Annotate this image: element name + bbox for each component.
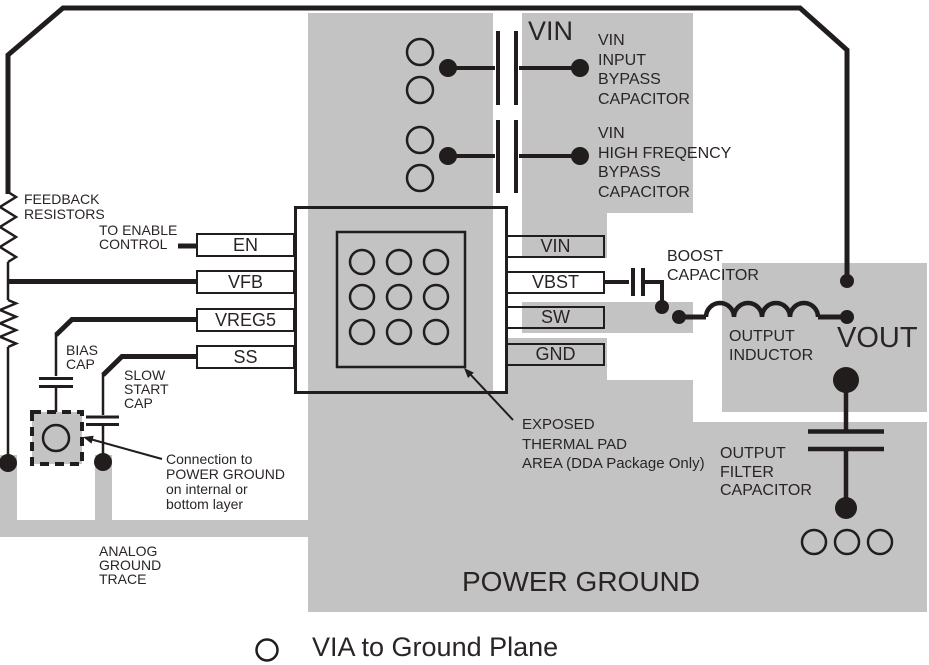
- pin-box-en: EN: [196, 233, 295, 257]
- feedback-resistors: [0, 190, 20, 472]
- arrowhead-icon: [83, 435, 94, 444]
- vout-plane: [722, 263, 927, 412]
- pin-label: VREG5: [214, 309, 277, 330]
- slow-start-cap-label: SLOW START CAP: [124, 367, 169, 411]
- bias-cap: [39, 377, 73, 425]
- plane-cutout: [507, 333, 693, 338]
- pin-label: SW: [541, 307, 570, 327]
- dashed-connection-box: [30, 410, 84, 466]
- pin-label: VIN: [540, 236, 571, 256]
- plane-cutout: [493, 13, 507, 393]
- pin-box-vfb: VFB: [196, 270, 295, 294]
- output-filter-label: OUTPUT FILTER CAPACITOR: [720, 445, 812, 499]
- connection-note-label: Connection to POWER GROUND on internal o…: [166, 451, 285, 512]
- vout-rail-label: VOUT: [837, 322, 918, 354]
- analog-ground-trace-right-leg: [95, 455, 112, 537]
- pin-box-vbst: VBST: [506, 271, 605, 294]
- output-inductor-label: OUTPUT INDUCTOR: [729, 328, 814, 364]
- pin-label: GND: [535, 344, 576, 364]
- plane-cutout: [607, 338, 693, 380]
- pin-label: EN: [232, 234, 258, 255]
- pin-box-gnd: GND: [506, 343, 605, 366]
- analog-ground-trace-bar: [0, 520, 308, 537]
- via-icon: [41, 423, 71, 453]
- pin-label: SS: [233, 346, 258, 367]
- power-ground-plane-lower: [693, 422, 927, 612]
- bias-cap-label: BIAS CAP: [66, 342, 98, 372]
- power-ground-connection-box: [30, 410, 84, 466]
- boost-capacitor-label: BOOST CAPACITOR: [667, 248, 759, 284]
- exposed-pad-label: EXPOSED THERMAL PAD AREA (DDA Package On…: [522, 416, 705, 472]
- power-ground-label: POWER GROUND: [462, 566, 700, 597]
- feedback-resistors-label: FEEDBACK RESISTORS: [24, 191, 105, 222]
- vin-hf-bypass-label: VIN HIGH FREQENCY BYPASS CAPACITOR: [598, 125, 732, 201]
- pin-box-ss: SS: [196, 345, 295, 369]
- to-enable-control-label: TO ENABLE CONTROL: [99, 222, 178, 252]
- analog-ground-trace-left-leg: [0, 455, 17, 537]
- pin-box-vin: VIN: [506, 235, 605, 258]
- pin-box-sw: SW: [506, 306, 605, 329]
- vin-input-bypass-label: VIN INPUT BYPASS CAPACITOR: [598, 32, 690, 108]
- legend-via-icon: [255, 638, 279, 662]
- pin-box-vreg5: VREG5: [196, 308, 295, 332]
- vin-rail-label: VIN: [528, 16, 574, 46]
- resistor-icon: [0, 298, 20, 349]
- pin-label: VFB: [227, 271, 263, 292]
- analog-ground-trace-label: ANALOG GROUND TRACE: [99, 543, 162, 587]
- pin-label: VBST: [531, 272, 579, 292]
- resistor-icon: [0, 190, 19, 264]
- legend-via-label: VIA to Ground Plane: [312, 632, 559, 662]
- vreg5-trace: [54, 317, 196, 337]
